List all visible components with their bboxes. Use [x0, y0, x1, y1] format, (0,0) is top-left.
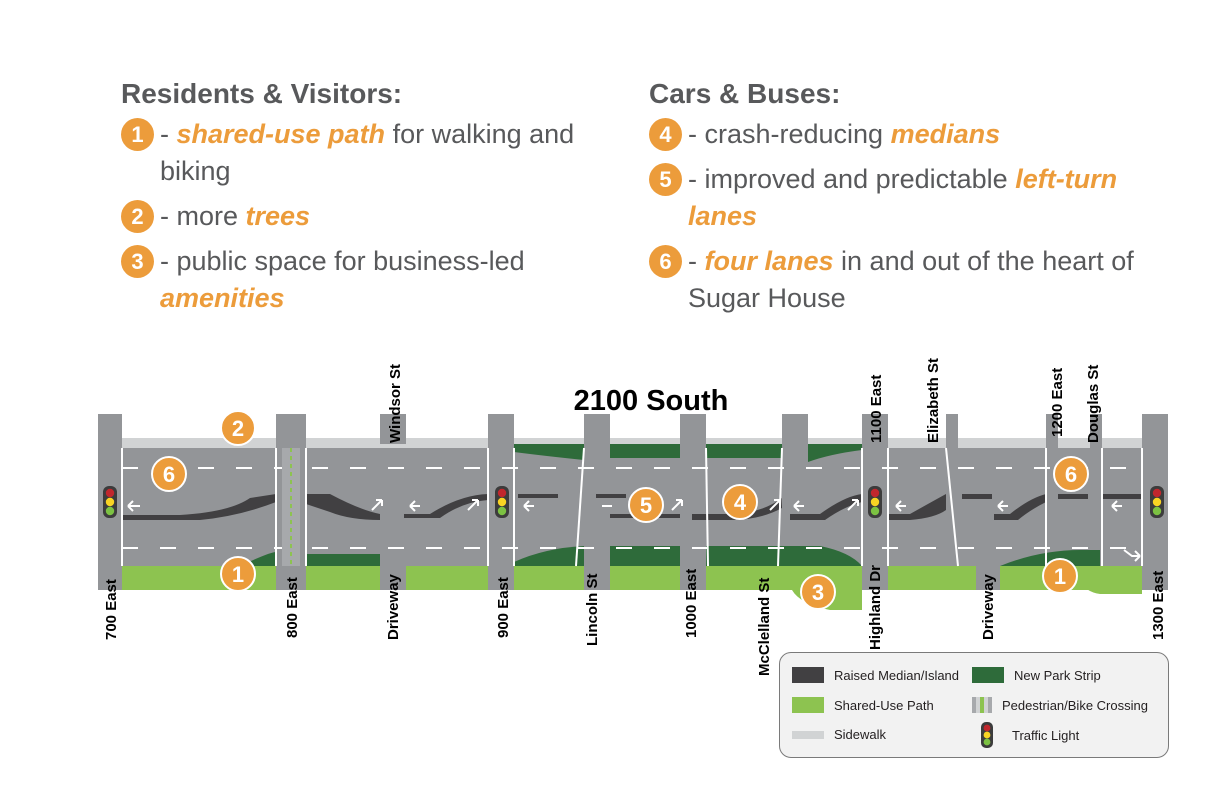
- street-label: 1300 East: [1150, 571, 1167, 640]
- callout-badge: 4: [722, 484, 758, 520]
- legend-item: Shared-Use Path: [792, 697, 934, 713]
- highlight-text: medians: [890, 119, 1001, 149]
- callout-badge: 3: [800, 574, 836, 610]
- street-label: Driveway: [385, 573, 402, 640]
- street-label: Highland Dr: [867, 565, 884, 650]
- residents-section: Residents & Visitors: 1 - shared-use pat…: [121, 78, 611, 325]
- crosswalks: [121, 447, 1143, 567]
- list-item: 5 - improved and predictable left-turn l…: [649, 161, 1169, 235]
- list-item: 6 - four lanes in and out of the heart o…: [649, 243, 1169, 317]
- legend-item: New Park Strip: [972, 667, 1101, 683]
- street-label: 700 East: [103, 579, 120, 640]
- number-badge: 6: [649, 245, 682, 278]
- callout-badge: 6: [1053, 456, 1089, 492]
- sidewalk-swatch: [792, 730, 824, 739]
- svg-text:1: 1: [1054, 564, 1066, 589]
- shared-path-swatch: [792, 697, 824, 713]
- number-badge: 4: [649, 118, 682, 151]
- svg-text:6: 6: [163, 462, 175, 487]
- number-badge: 3: [121, 245, 154, 278]
- street-label: McClelland St: [756, 578, 773, 676]
- cars-heading: Cars & Buses:: [649, 78, 841, 109]
- legend-item: Sidewalk: [792, 727, 886, 742]
- crossing-swatch: [972, 697, 992, 713]
- street-label: 1200 East: [1049, 368, 1066, 437]
- list-item: 3 - public space for business-led amenit…: [121, 243, 611, 317]
- list-item: 2 - more trees: [121, 198, 611, 235]
- turn-arrows: [127, 499, 1141, 562]
- list-item: 1 - shared-use path for walking and biki…: [121, 116, 611, 190]
- svg-text:5: 5: [640, 493, 652, 518]
- highlight-text: trees: [245, 201, 311, 231]
- street-label: Windsor St: [387, 364, 404, 443]
- street-label: 1000 East: [683, 569, 700, 638]
- callout-badge: 5: [628, 487, 664, 523]
- callout-badge: 6: [151, 456, 187, 492]
- highlight-text: amenities: [160, 283, 285, 313]
- street-label: 900 East: [495, 577, 512, 638]
- shared-use-path-extension: [1080, 566, 1142, 594]
- svg-text:3: 3: [812, 580, 824, 605]
- street-label: Douglas St: [1085, 365, 1102, 443]
- number-badge: 2: [121, 200, 154, 233]
- legend-item: Raised Median/Island: [792, 667, 959, 683]
- legend: Raised Median/Island New Park Strip Shar…: [779, 652, 1169, 758]
- street-label: 1100 East: [868, 375, 885, 443]
- svg-text:4: 4: [734, 490, 747, 515]
- callout-badge: 1: [1042, 558, 1078, 594]
- cars-section: Cars & Buses: 4 - crash-reducing medians…: [649, 78, 1169, 325]
- street-label: 800 East: [284, 577, 301, 638]
- cross-streets: [98, 414, 1168, 590]
- street-label: Elizabeth St: [925, 358, 942, 443]
- highlight-text: four lanes: [704, 246, 834, 276]
- raised-median-swatch: [792, 667, 824, 683]
- highlight-text: shared-use path: [176, 119, 386, 149]
- number-badge: 5: [649, 163, 682, 196]
- traffic-light-icon: [981, 722, 993, 748]
- list-item: 4 - crash-reducing medians: [649, 116, 1169, 153]
- new-park-strips: [122, 444, 1100, 566]
- callout-badge: 2: [220, 410, 256, 446]
- number-badge: 1: [121, 118, 154, 151]
- street-label: Lincoln St: [584, 574, 601, 647]
- highlight-text: left-turn lanes: [688, 164, 1118, 231]
- callout-badge: 1: [220, 556, 256, 592]
- svg-text:6: 6: [1065, 462, 1077, 487]
- map-title: 2100 South: [574, 385, 729, 417]
- svg-text:2: 2: [232, 416, 244, 441]
- legend-item: Traffic Light: [980, 721, 1079, 749]
- residents-heading: Residents & Visitors:: [121, 78, 403, 109]
- legend-item: Pedestrian/Bike Crossing: [972, 697, 1148, 713]
- lane-markings: [122, 467, 1142, 549]
- park-strip-swatch: [972, 667, 1004, 683]
- street-label: Driveway: [980, 573, 997, 640]
- svg-text:1: 1: [232, 562, 244, 587]
- raised-medians: [122, 494, 1142, 520]
